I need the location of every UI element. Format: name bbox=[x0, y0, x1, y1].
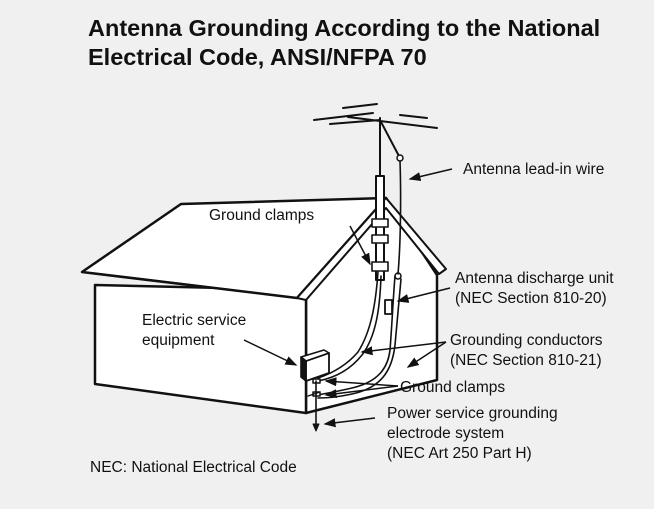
mast-ground-clamps bbox=[371, 218, 389, 272]
label-power-service-line-1: Power service grounding bbox=[387, 405, 558, 422]
label-discharge-unit-line-1: Antenna discharge unit bbox=[455, 270, 614, 287]
footnote-nec: NEC: National Electrical Code bbox=[90, 459, 297, 476]
label-ground-clamps-bottom: Ground clamps bbox=[400, 379, 505, 396]
label-grounding-conductors-line-1: Grounding conductors bbox=[450, 332, 603, 349]
title-line-1: Antenna Grounding According to the Natio… bbox=[88, 15, 601, 41]
electric-service-box bbox=[300, 349, 330, 382]
roof-eave-line bbox=[81, 271, 298, 299]
mast-grounding-conductor bbox=[317, 271, 379, 379]
label-power-service-line-3: (NEC Art 250 Part H) bbox=[387, 445, 532, 462]
label-discharge-unit-line-2: (NEC Section 810-20) bbox=[455, 290, 607, 307]
label-electric-service-line-1: Electric service bbox=[142, 312, 246, 329]
label-ground-clamps-top: Ground clamps bbox=[209, 207, 314, 224]
house-side-wall bbox=[93, 283, 308, 415]
antenna-elements bbox=[313, 103, 438, 159]
label-grounding-conductors-line-2: (NEC Section 810-21) bbox=[450, 352, 602, 369]
label-power-service-line-2: electrode system bbox=[387, 425, 504, 442]
electrode-arrow-icon bbox=[312, 423, 320, 432]
label-antenna-lead-in: Antenna lead-in wire bbox=[463, 161, 604, 178]
antenna-discharge-unit bbox=[384, 299, 393, 315]
title-line-2: Electrical Code, ANSI/NFPA 70 bbox=[88, 44, 427, 70]
callout-arrows bbox=[243, 168, 453, 428]
lead-in-connector-icon bbox=[396, 154, 404, 162]
label-electric-service-line-2: equipment bbox=[142, 332, 215, 349]
diagram-title: Antenna Grounding According to the Natio… bbox=[88, 14, 648, 72]
